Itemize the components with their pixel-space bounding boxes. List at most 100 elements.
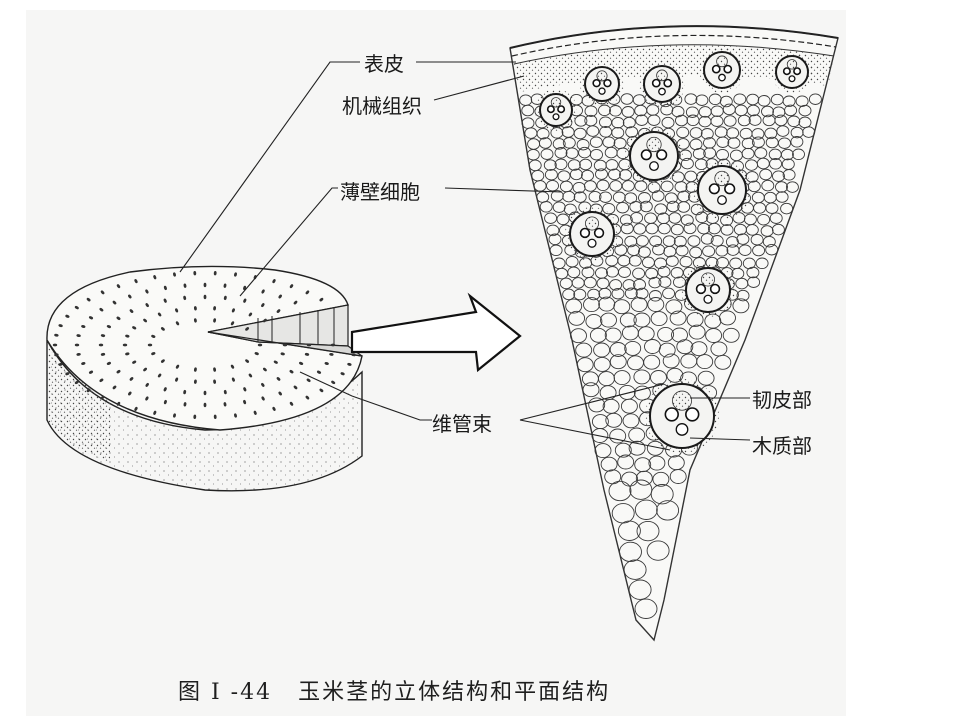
bundle-dot — [289, 370, 294, 374]
cell — [696, 354, 714, 370]
cell — [719, 95, 733, 108]
cell — [726, 127, 740, 139]
bundle-dot — [163, 399, 167, 405]
cell — [697, 222, 711, 235]
cell — [745, 224, 759, 236]
stem-side-wall — [46, 339, 363, 492]
cell — [776, 125, 790, 137]
cell — [634, 598, 658, 619]
bundle-dot — [74, 305, 79, 310]
cell — [543, 159, 557, 171]
bundle-dot — [263, 318, 267, 323]
cell — [544, 212, 558, 224]
cell — [612, 191, 626, 204]
cell — [736, 233, 750, 245]
bundle-dot — [88, 370, 94, 374]
cell — [608, 480, 632, 502]
vascular-bundle — [639, 61, 685, 107]
cell — [723, 115, 737, 127]
bundle-dot — [293, 385, 298, 390]
bundle-dot — [213, 318, 217, 323]
bundle-dot — [52, 343, 58, 347]
caption-title: 玉米茎的立体结构和平面结构 — [298, 680, 611, 705]
bundle-dot — [54, 333, 59, 337]
bundle-dot — [58, 324, 63, 328]
cell — [769, 212, 783, 224]
cell — [619, 214, 633, 226]
cell — [620, 398, 638, 414]
cell — [617, 520, 641, 541]
leader-mechanical — [433, 75, 525, 101]
cell — [731, 267, 745, 280]
bundle-dot — [245, 327, 250, 331]
leader-lines — [179, 61, 751, 451]
cell — [573, 288, 587, 301]
cell — [622, 279, 636, 291]
cell — [761, 105, 774, 118]
cell — [635, 287, 649, 300]
cell — [622, 116, 636, 129]
bundle-dot — [100, 395, 105, 400]
bundle-dot — [248, 312, 253, 317]
bundle-dot — [106, 325, 112, 329]
bundle-dot — [243, 298, 247, 303]
vascular-bundle — [681, 263, 735, 317]
cell — [620, 222, 634, 235]
bundle-dot — [100, 352, 106, 356]
cell — [657, 326, 675, 342]
bundle-dot — [145, 303, 149, 308]
cell — [556, 213, 570, 226]
cell — [782, 95, 796, 108]
stem-block — [46, 265, 363, 492]
cell — [594, 443, 612, 459]
cell — [609, 279, 623, 291]
stem-top-face — [46, 265, 363, 431]
cell — [633, 312, 651, 328]
cell — [643, 354, 661, 370]
bundle-dot — [74, 343, 80, 347]
cell — [618, 266, 631, 278]
bundle-dot — [106, 361, 112, 365]
cell — [617, 454, 635, 470]
cell — [605, 159, 619, 171]
cell — [599, 191, 612, 203]
bundle-dot — [153, 410, 157, 415]
cell — [765, 202, 779, 214]
cell — [588, 190, 602, 203]
cell — [752, 244, 766, 257]
cell — [707, 222, 721, 235]
cell — [695, 211, 709, 224]
cell — [746, 104, 760, 117]
cell — [569, 168, 583, 181]
bundle-dot — [234, 413, 237, 418]
bundle-dot — [175, 308, 179, 313]
bundle-dot — [278, 294, 282, 299]
bundle-dot — [193, 306, 197, 311]
bundle-dot — [151, 334, 156, 338]
cell — [624, 340, 642, 356]
cell — [630, 297, 648, 313]
cell — [675, 244, 689, 257]
cell — [622, 413, 640, 429]
cell — [598, 287, 612, 300]
cell — [761, 179, 775, 192]
bundle-dot — [261, 396, 265, 401]
cell — [685, 106, 699, 118]
bundle-dot — [81, 362, 86, 365]
cell — [589, 327, 607, 343]
cell — [552, 138, 566, 150]
cell — [635, 235, 649, 247]
cell — [562, 288, 576, 301]
cell — [751, 128, 765, 140]
bundle-dot — [203, 402, 207, 408]
cell — [582, 382, 600, 398]
bundle-dot — [243, 399, 247, 405]
leader-vascular-b — [519, 419, 671, 451]
cell — [690, 341, 708, 357]
cell — [586, 125, 600, 137]
bundle-dot — [100, 290, 105, 295]
cell — [619, 312, 637, 328]
cell — [635, 470, 653, 486]
cell — [787, 115, 801, 128]
